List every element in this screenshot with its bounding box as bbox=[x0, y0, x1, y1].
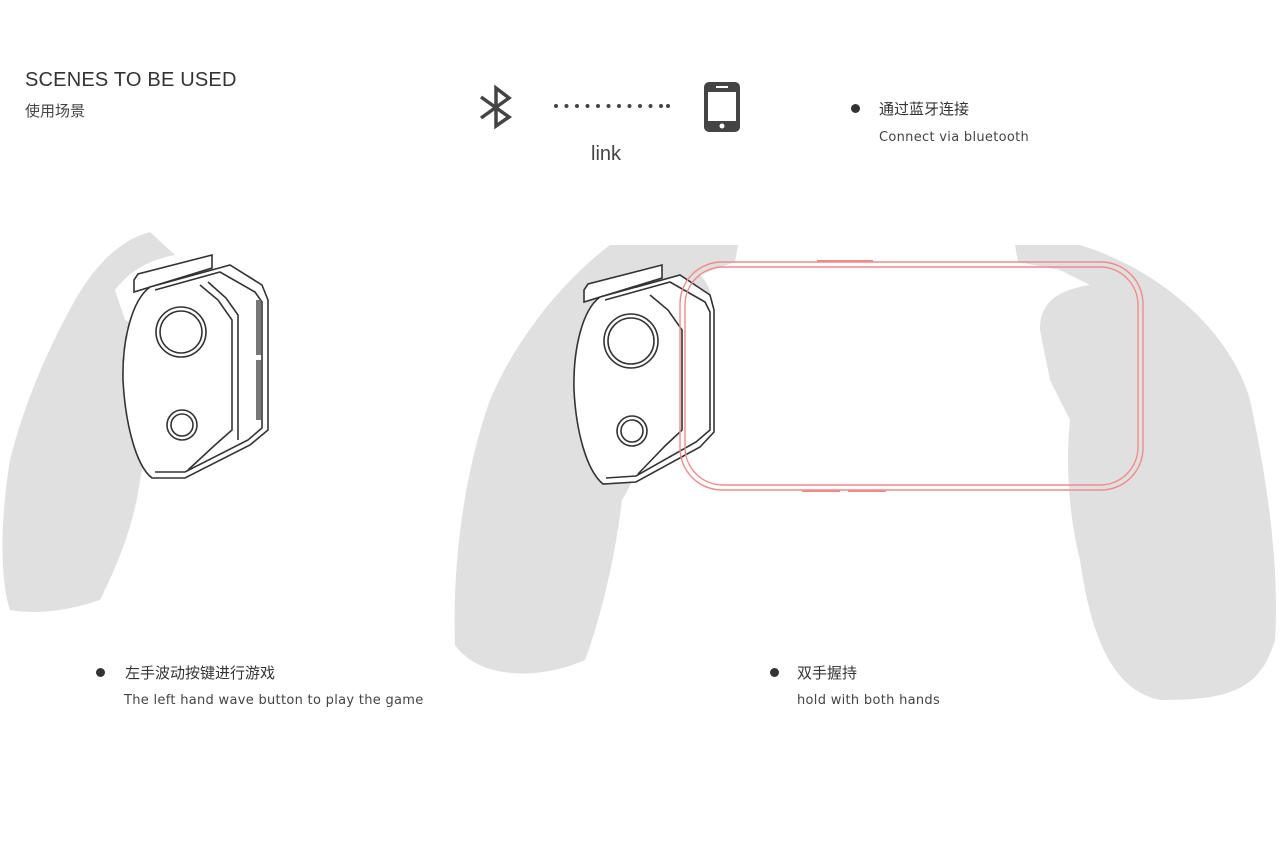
both-hands-silhouette bbox=[454, 245, 1276, 700]
right-controller bbox=[573, 263, 715, 485]
dotted-line bbox=[554, 104, 670, 108]
phone-outline bbox=[679, 260, 1144, 492]
page-subtitle: 使用场景 bbox=[25, 102, 86, 120]
bluetooth-icon bbox=[479, 84, 513, 130]
link-label: link bbox=[591, 143, 622, 165]
left-controller bbox=[122, 253, 269, 479]
bullet-icon bbox=[851, 104, 860, 113]
scene-left-caption-en: The left hand wave button to play the ga… bbox=[124, 693, 424, 708]
scene-left-caption-cn: 左手波动按键进行游戏 bbox=[125, 664, 276, 682]
page-title: SCENES TO BE USED bbox=[25, 69, 237, 91]
left-hand-silhouette bbox=[2, 232, 205, 612]
bluetooth-caption-cn: 通过蓝牙连接 bbox=[879, 100, 970, 118]
scene-both-caption-cn: 双手握持 bbox=[797, 664, 858, 682]
scene-both-caption-en: hold with both hands bbox=[797, 693, 941, 708]
smartphone-icon bbox=[704, 82, 740, 132]
bullet-icon bbox=[96, 668, 105, 677]
bullet-icon bbox=[770, 668, 779, 677]
bluetooth-caption-en: Connect via bluetooth bbox=[879, 130, 1030, 145]
